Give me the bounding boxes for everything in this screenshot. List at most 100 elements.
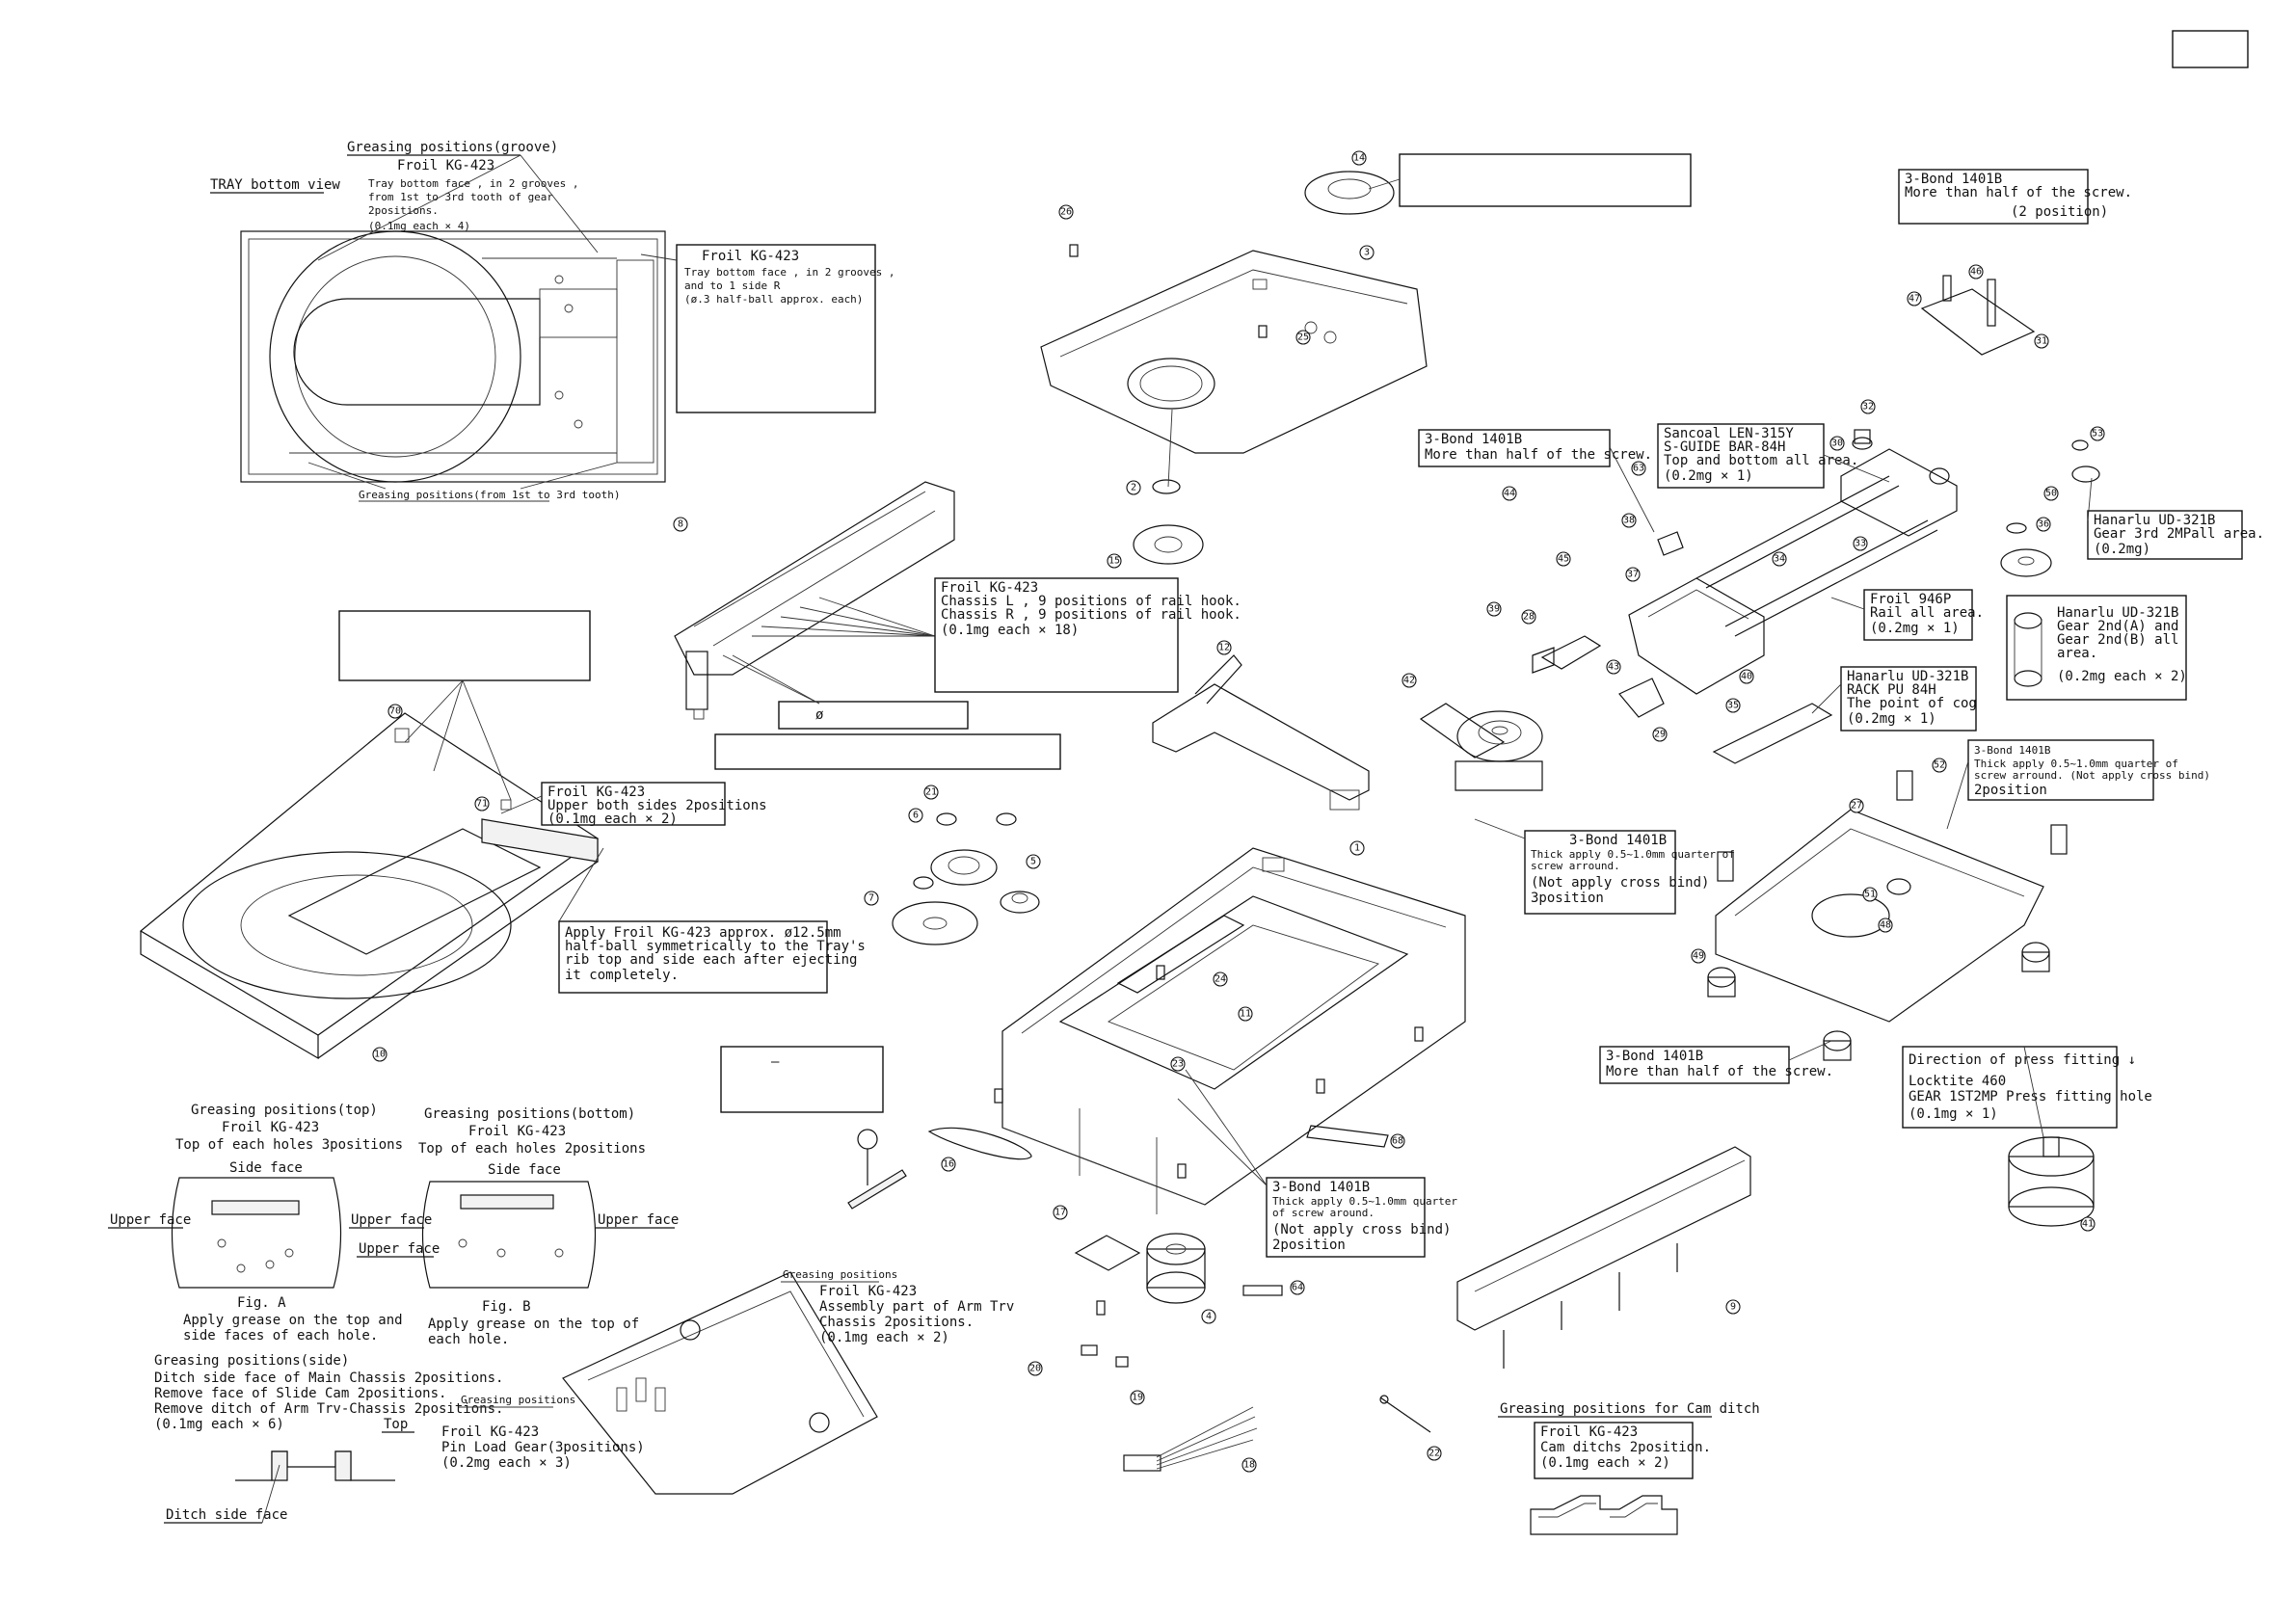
gear-1st-part: [2008, 1136, 2095, 1227]
svg-text:Fig. B: Fig. B: [482, 1299, 531, 1315]
phi-box: [778, 701, 969, 730]
callout: 24: [1213, 971, 1228, 987]
callout: 12: [1216, 640, 1232, 655]
svg-text:16: 16: [943, 1159, 954, 1170]
svg-text:Greasing positions for Cam dit: Greasing positions for Cam ditch: [1500, 1401, 1760, 1417]
svg-text:(Not apply cross bind): (Not apply cross bind): [1272, 1222, 1451, 1237]
svg-text:52: 52: [1934, 760, 1945, 771]
svg-text:S-GUIDE BAR-84H: S-GUIDE BAR-84H: [1664, 439, 1785, 455]
callout: 10: [372, 1047, 387, 1062]
svg-text:44: 44: [1504, 489, 1515, 499]
grease-top-detail: Greasing positions(top) Froil KG-423 Top…: [108, 1103, 432, 1344]
part-callouts: 14 26 3 25 2 15 8 12 1 24 11 23 4 17 20 …: [372, 150, 2105, 1473]
svg-text:14: 14: [1353, 153, 1365, 164]
callout: 40: [1739, 669, 1754, 684]
svg-text:Side face: Side face: [488, 1162, 561, 1178]
svg-text:5: 5: [1030, 857, 1036, 867]
svg-text:half-ball symmetrically to the: half-ball symmetrically to the Tray's: [565, 939, 866, 954]
svg-text:19: 19: [1132, 1393, 1143, 1403]
svg-text:Froil KG-423: Froil KG-423: [547, 785, 645, 800]
svg-text:screw arround.: screw arround.: [1531, 860, 1620, 872]
svg-text:Ditch side face: Ditch side face: [166, 1507, 287, 1523]
svg-text:(0.1mg each × 4): (0.1mg each × 4): [368, 220, 470, 232]
callout: 32: [1860, 399, 1876, 414]
dash-label: –: [771, 1054, 780, 1070]
svg-text:(0.2mg each × 2): (0.2mg each × 2): [2057, 669, 2187, 684]
note-tray-rib: Apply Froil KG-423 approx. ø12.5mm half-…: [558, 847, 866, 994]
svg-text:18: 18: [1243, 1460, 1255, 1471]
svg-text:40: 40: [1741, 672, 1752, 682]
gear-set-right: [2000, 439, 2100, 577]
svg-text:45: 45: [1558, 554, 1569, 565]
callout: 7: [864, 891, 879, 906]
svg-text:Hanarlu UD-321B: Hanarlu UD-321B: [2094, 513, 2215, 528]
svg-text:35: 35: [1727, 701, 1739, 711]
svg-text:Thick apply 0.5~1.0mm quarter: Thick apply 0.5~1.0mm quarter of: [1974, 758, 2178, 770]
note-sancoal: Sancoal LEN-315Y S-GUIDE BAR-84H Top and…: [1657, 423, 1858, 489]
svg-text:side faces of each hole.: side faces of each hole.: [183, 1328, 378, 1344]
svg-text:12: 12: [1218, 643, 1230, 653]
svg-text:3: 3: [1364, 248, 1370, 258]
svg-text:Tray bottom face , in 2 groove: Tray bottom face , in 2 grooves ,: [684, 266, 895, 279]
svg-text:each hole.: each hole.: [428, 1332, 509, 1347]
svg-text:(0.1mg each × 2): (0.1mg each × 2): [547, 812, 678, 827]
svg-text:Greasing positions(top): Greasing positions(top): [191, 1103, 378, 1118]
svg-text:6: 6: [913, 811, 919, 821]
svg-text:Chassis L , 9 positions of rai: Chassis L , 9 positions of rail hook.: [941, 594, 1241, 609]
svg-text:3-Bond 1401B: 3-Bond 1401B: [1569, 833, 1667, 848]
callout: 2: [1126, 480, 1141, 495]
svg-text:9: 9: [1730, 1302, 1736, 1313]
note-chassis-rail-hook: Froil KG-423 Chassis L , 9 positions of …: [934, 577, 1241, 693]
note-hanarlu-2nd: Hanarlu UD-321B Gear 2nd(A) and Gear 2nd…: [2006, 595, 2187, 701]
note-bond-thick-center: 3-Bond 1401B Thick apply 0.5~1.0mm quart…: [1524, 830, 1735, 915]
svg-text:Greasing positions: Greasing positions: [461, 1394, 575, 1406]
svg-text:Hanarlu UD-321B: Hanarlu UD-321B: [1847, 669, 1968, 684]
svg-text:Top of each holes 3positions: Top of each holes 3positions: [175, 1137, 403, 1153]
svg-text:31: 31: [2036, 336, 2047, 347]
note-froil-946p: Froil 946P Rail all area. (0.2mg × 1): [1863, 589, 1984, 641]
svg-text:68: 68: [1392, 1136, 1403, 1147]
grease-bottom-detail: Greasing positions(bottom) Froil KG-423 …: [357, 1106, 679, 1347]
svg-text:17: 17: [1055, 1208, 1066, 1218]
svg-text:53: 53: [2092, 429, 2103, 439]
svg-text:34: 34: [1774, 554, 1785, 565]
svg-text:More than half of the screw.: More than half of the screw.: [1905, 185, 2132, 200]
tray-tooth-label: Greasing positions(from 1st to 3rd tooth…: [359, 489, 621, 501]
traverse-chassis-part: [1707, 770, 2068, 1061]
note-arm-trv: Greasing positions Froil KG-423 Assembly…: [781, 1268, 1014, 1345]
svg-text:Upper face: Upper face: [351, 1212, 432, 1228]
svg-text:Froil KG-423: Froil KG-423: [819, 1284, 917, 1299]
callout: 8: [673, 517, 688, 532]
callout: 11: [1238, 1006, 1253, 1022]
note-tray-upper: Froil KG-423 Upper both sides 2positions…: [500, 782, 767, 827]
callout: 42: [1402, 673, 1417, 688]
callout: 30: [1829, 436, 1845, 451]
svg-text:3-Bond 1401B: 3-Bond 1401B: [1425, 432, 1522, 447]
svg-text:Upper both sides 2positions: Upper both sides 2positions: [547, 798, 767, 813]
svg-text:Cam ditchs 2position.: Cam ditchs 2position.: [1540, 1440, 1711, 1455]
tray-groove-label: Greasing positions(groove): [347, 140, 558, 155]
svg-text:2position: 2position: [1974, 783, 2047, 798]
svg-text:(0.1mg each × 2): (0.1mg each × 2): [819, 1330, 949, 1345]
callout: 70: [387, 704, 403, 719]
callout: 38: [1621, 513, 1637, 528]
callout: 27: [1849, 798, 1864, 813]
tray-view-title: TRAY bottom view: [210, 177, 340, 193]
svg-text:(2 position): (2 position): [2011, 204, 2108, 220]
svg-text:(0.2mg × 1): (0.2mg × 1): [1664, 468, 1753, 484]
empty-label-box-top: [1399, 153, 1692, 207]
svg-text:Gear 3rd 2MPall area.: Gear 3rd 2MPall area.: [2094, 526, 2264, 542]
svg-text:2positions.: 2positions.: [368, 204, 439, 217]
svg-text:46: 46: [1970, 267, 1982, 278]
callout: 53: [2090, 426, 2105, 441]
note-hanarlu-rack: Hanarlu UD-321B RACK PU 84H The point of…: [1840, 666, 1977, 732]
note-tray-half-ball: Froil KG-423 Tray bottom face , in 2 gro…: [640, 244, 895, 413]
svg-text:Assembly part of Arm Trv: Assembly part of Arm Trv: [819, 1299, 1014, 1315]
arm-trv-chassis-part: [562, 1271, 878, 1495]
svg-text:Pin Load Gear(3positions): Pin Load Gear(3positions): [441, 1440, 645, 1455]
svg-text:28: 28: [1523, 612, 1535, 623]
svg-text:Apply grease on the top of: Apply grease on the top of: [428, 1317, 639, 1332]
svg-text:Apply grease on the top and: Apply grease on the top and: [183, 1313, 403, 1328]
svg-text:2: 2: [1131, 483, 1136, 493]
svg-text:70: 70: [389, 706, 401, 717]
